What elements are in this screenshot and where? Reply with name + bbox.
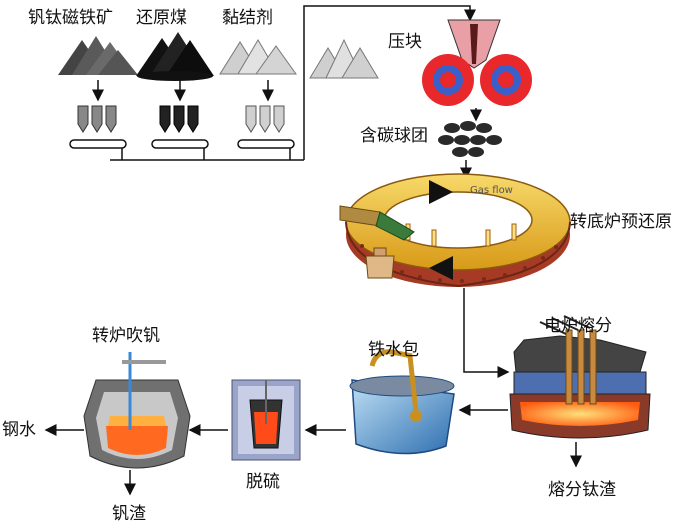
binder-pile-icon	[219, 39, 297, 75]
gas-flow-label: Gas flow	[470, 185, 513, 196]
collector-lines	[110, 5, 476, 161]
rotary-hearth-furnace-icon	[339, 173, 571, 288]
ladle-label: 铁水包	[368, 340, 419, 360]
pellets-label: 含碳球团	[360, 126, 428, 146]
discharge-pot-icon	[365, 247, 395, 279]
binder-label: 黏结剂	[222, 8, 273, 28]
binder-extra-pile-icon	[309, 38, 379, 79]
arrow-rhf-eaf	[463, 288, 510, 378]
ore-pile-icon	[58, 36, 138, 75]
ore-hopper-icon	[77, 105, 117, 133]
coal-hopper-icon	[159, 105, 199, 133]
coal-label: 还原煤	[136, 8, 187, 28]
hot-metal-ladle-icon	[349, 349, 455, 455]
desulf-label: 脱硫	[246, 472, 280, 492]
electric-furnace-icon	[509, 315, 651, 439]
slag-v-label: 钒渣	[112, 504, 146, 524]
ore-label: 钒钛磁铁矿	[28, 8, 113, 28]
rhf-label: 转底炉预还原	[570, 212, 672, 232]
briquetting-label: 压块	[388, 32, 422, 52]
coal-pile-icon	[136, 32, 214, 81]
slag-ti-label: 熔分钛渣	[548, 480, 616, 500]
pellets-icon	[438, 121, 502, 157]
eaf-label: 电炉熔分	[544, 316, 612, 336]
converter-label: 转炉吹钒	[92, 326, 160, 346]
binder-hopper-icon	[245, 105, 285, 133]
steel-label: 钢水	[2, 420, 36, 440]
briquetting-press-icon	[422, 19, 532, 106]
converter-icon	[83, 352, 191, 469]
conveyor-belts	[69, 139, 295, 149]
desulfurization-icon	[231, 379, 301, 461]
